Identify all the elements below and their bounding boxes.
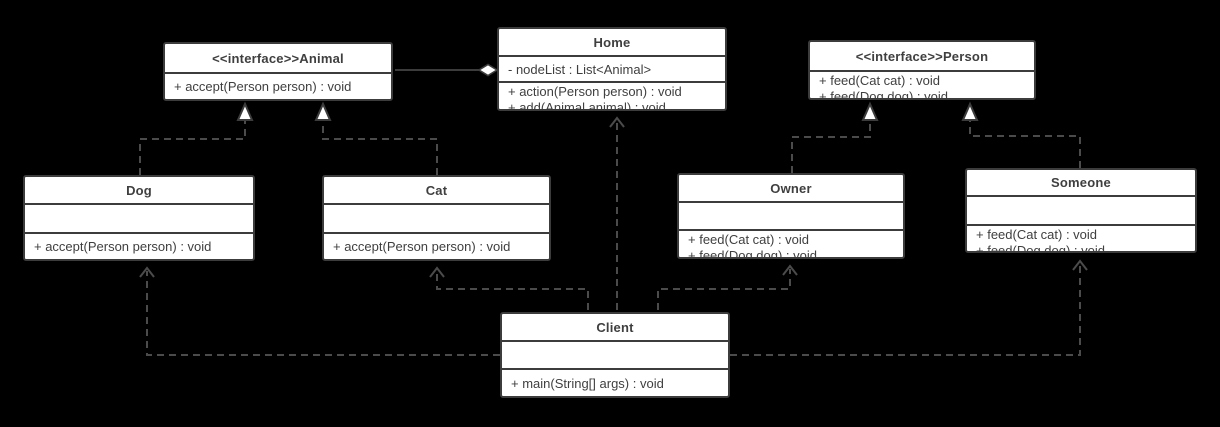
realization-owner-person[interactable] <box>791 101 879 173</box>
class-title: <<interface>>Animal <box>212 50 344 66</box>
class-method: + accept(Person person) : void <box>34 239 212 254</box>
class-methods: + action(Person person) : void + add(Ani… <box>499 81 725 109</box>
class-attributes: - nodeList : List<Animal> <box>499 55 725 81</box>
open-arrow-icon <box>609 116 625 128</box>
class-box-person[interactable]: <<interface>>Person + feed(Cat cat) : vo… <box>808 40 1036 100</box>
class-box-client[interactable]: Client + main(String[] args) : void <box>500 312 730 398</box>
open-arrow-icon <box>1072 259 1088 271</box>
class-method: + feed(Cat cat) : void <box>688 232 810 247</box>
class-title: Owner <box>770 180 812 196</box>
class-methods: + accept(Person person) : void <box>165 72 391 99</box>
class-title: Home <box>593 34 631 50</box>
class-method: + feed(Cat cat) : void <box>819 73 941 88</box>
class-box-dog[interactable]: Dog + accept(Person person) : void <box>23 175 255 261</box>
class-box-home[interactable]: Home - nodeList : List<Animal> + action(… <box>497 27 727 111</box>
open-arrow-icon <box>139 266 155 278</box>
class-method: + action(Person person) : void <box>508 84 682 99</box>
hollow-diamond-icon <box>477 63 499 77</box>
realization-someone-person[interactable] <box>961 101 1081 168</box>
class-attributes <box>25 203 253 232</box>
dependency-client-owner[interactable] <box>657 264 798 310</box>
class-box-owner[interactable]: Owner + feed(Cat cat) : void + feed(Dog … <box>677 173 905 259</box>
class-methods: + main(String[] args) : void <box>502 368 728 396</box>
hollow-triangle-icon <box>314 101 332 121</box>
class-method: + main(String[] args) : void <box>511 375 664 391</box>
class-box-cat[interactable]: Cat + accept(Person person) : void <box>322 175 551 261</box>
class-title: Someone <box>1051 175 1111 190</box>
class-method: + feed(Dog dog) : void <box>688 248 817 257</box>
class-methods: + accept(Person person) : void <box>25 232 253 259</box>
aggregation-home-animal[interactable] <box>395 63 499 77</box>
open-arrow-icon <box>782 264 798 276</box>
class-methods: + feed(Cat cat) : void + feed(Dog dog) :… <box>967 224 1195 251</box>
open-arrow-icon <box>429 266 445 278</box>
class-methods: + feed(Cat cat) : void + feed(Dog dog) :… <box>679 229 903 257</box>
dependency-client-dog[interactable] <box>139 266 500 356</box>
realization-cat-animal[interactable] <box>314 101 438 175</box>
class-box-someone[interactable]: Someone + feed(Cat cat) : void + feed(Do… <box>965 168 1197 253</box>
class-method: + feed(Dog dog) : void <box>819 89 948 98</box>
dependency-client-someone[interactable] <box>730 259 1088 356</box>
class-method: + feed(Dog dog) : void <box>976 243 1105 251</box>
class-attributes <box>324 203 549 232</box>
class-attributes <box>502 340 728 368</box>
class-method: + accept(Person person) : void <box>333 239 511 254</box>
class-method: + add(Animal animal) : void <box>508 100 666 109</box>
class-title: Cat <box>425 182 448 198</box>
class-methods: + feed(Cat cat) : void + feed(Dog dog) :… <box>810 70 1034 98</box>
hollow-triangle-icon <box>236 101 254 121</box>
dependency-client-home[interactable] <box>609 116 625 310</box>
class-attribute: - nodeList : List<Animal> <box>508 61 652 77</box>
realization-dog-animal[interactable] <box>139 101 254 175</box>
dependency-client-cat[interactable] <box>429 266 589 310</box>
hollow-triangle-icon <box>861 101 879 121</box>
class-attributes <box>679 201 903 229</box>
hollow-triangle-icon <box>961 101 979 121</box>
class-methods: + accept(Person person) : void <box>324 232 549 259</box>
class-method: + feed(Cat cat) : void <box>976 227 1098 242</box>
class-method: + accept(Person person) : void <box>174 79 352 94</box>
class-title: Dog <box>126 182 152 198</box>
class-title: Client <box>596 319 634 335</box>
class-box-animal[interactable]: <<interface>>Animal + accept(Person pers… <box>163 42 393 101</box>
class-title: <<interface>>Person <box>855 48 989 64</box>
class-attributes <box>967 195 1195 224</box>
